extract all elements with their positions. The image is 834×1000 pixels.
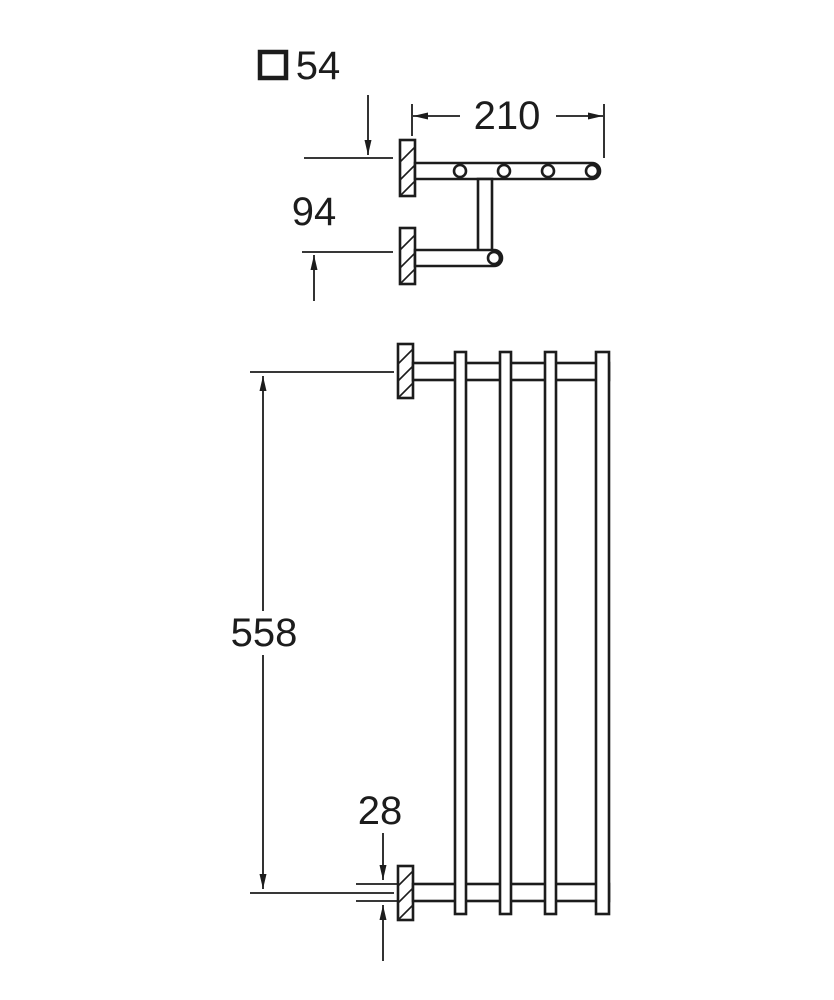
towel-bar-outer <box>594 350 611 916</box>
lower-arm <box>413 248 504 268</box>
hatch-line <box>399 146 416 163</box>
hatch-line <box>399 164 416 181</box>
hatch-line <box>399 234 416 251</box>
hatch-line <box>397 887 414 904</box>
dim-depth: 210 <box>411 94 605 158</box>
dim-bar-offset: 28 <box>356 789 402 961</box>
dim-length: 558 <box>231 371 394 894</box>
dim-label-arm-spacing: 94 <box>292 190 337 234</box>
hatch-line <box>397 348 414 365</box>
towel-bar <box>453 350 468 916</box>
wall-plate-bottom <box>396 864 415 922</box>
hatch-line <box>397 365 414 382</box>
support-column <box>476 177 494 253</box>
hatch-line <box>397 382 414 399</box>
dim-arm-spacing: 94 <box>292 157 393 301</box>
side-view: 54 210 94 <box>257 44 605 301</box>
hatch-line <box>397 870 414 887</box>
hatch-line <box>399 180 416 197</box>
towel-bar <box>498 350 513 916</box>
towel-bar <box>543 350 558 916</box>
top-arm <box>413 161 602 181</box>
arm-profile <box>413 248 504 268</box>
dim-square-profile: 54 <box>257 44 372 155</box>
wall-plate-top <box>396 342 415 400</box>
bar-cross-section <box>540 163 556 179</box>
dim-label-bar-offset: 28 <box>358 789 403 833</box>
wall-plate-upper <box>398 138 417 198</box>
bar-cross-section <box>486 250 502 266</box>
square-profile-icon <box>257 49 289 81</box>
dim-label-square-profile: 54 <box>296 44 341 88</box>
hatch-line <box>397 904 414 921</box>
wall-plate-lower <box>398 226 417 286</box>
hatch-line <box>399 268 416 285</box>
dim-label-depth: 210 <box>474 94 541 138</box>
hatch-line <box>399 252 416 269</box>
bar-cross-section <box>452 163 468 179</box>
bar-cross-section <box>584 163 600 179</box>
plan-view: 558 28 <box>231 342 611 961</box>
bar-cross-section <box>496 163 512 179</box>
dim-label-length: 558 <box>231 611 298 655</box>
towel-bars <box>453 350 611 916</box>
